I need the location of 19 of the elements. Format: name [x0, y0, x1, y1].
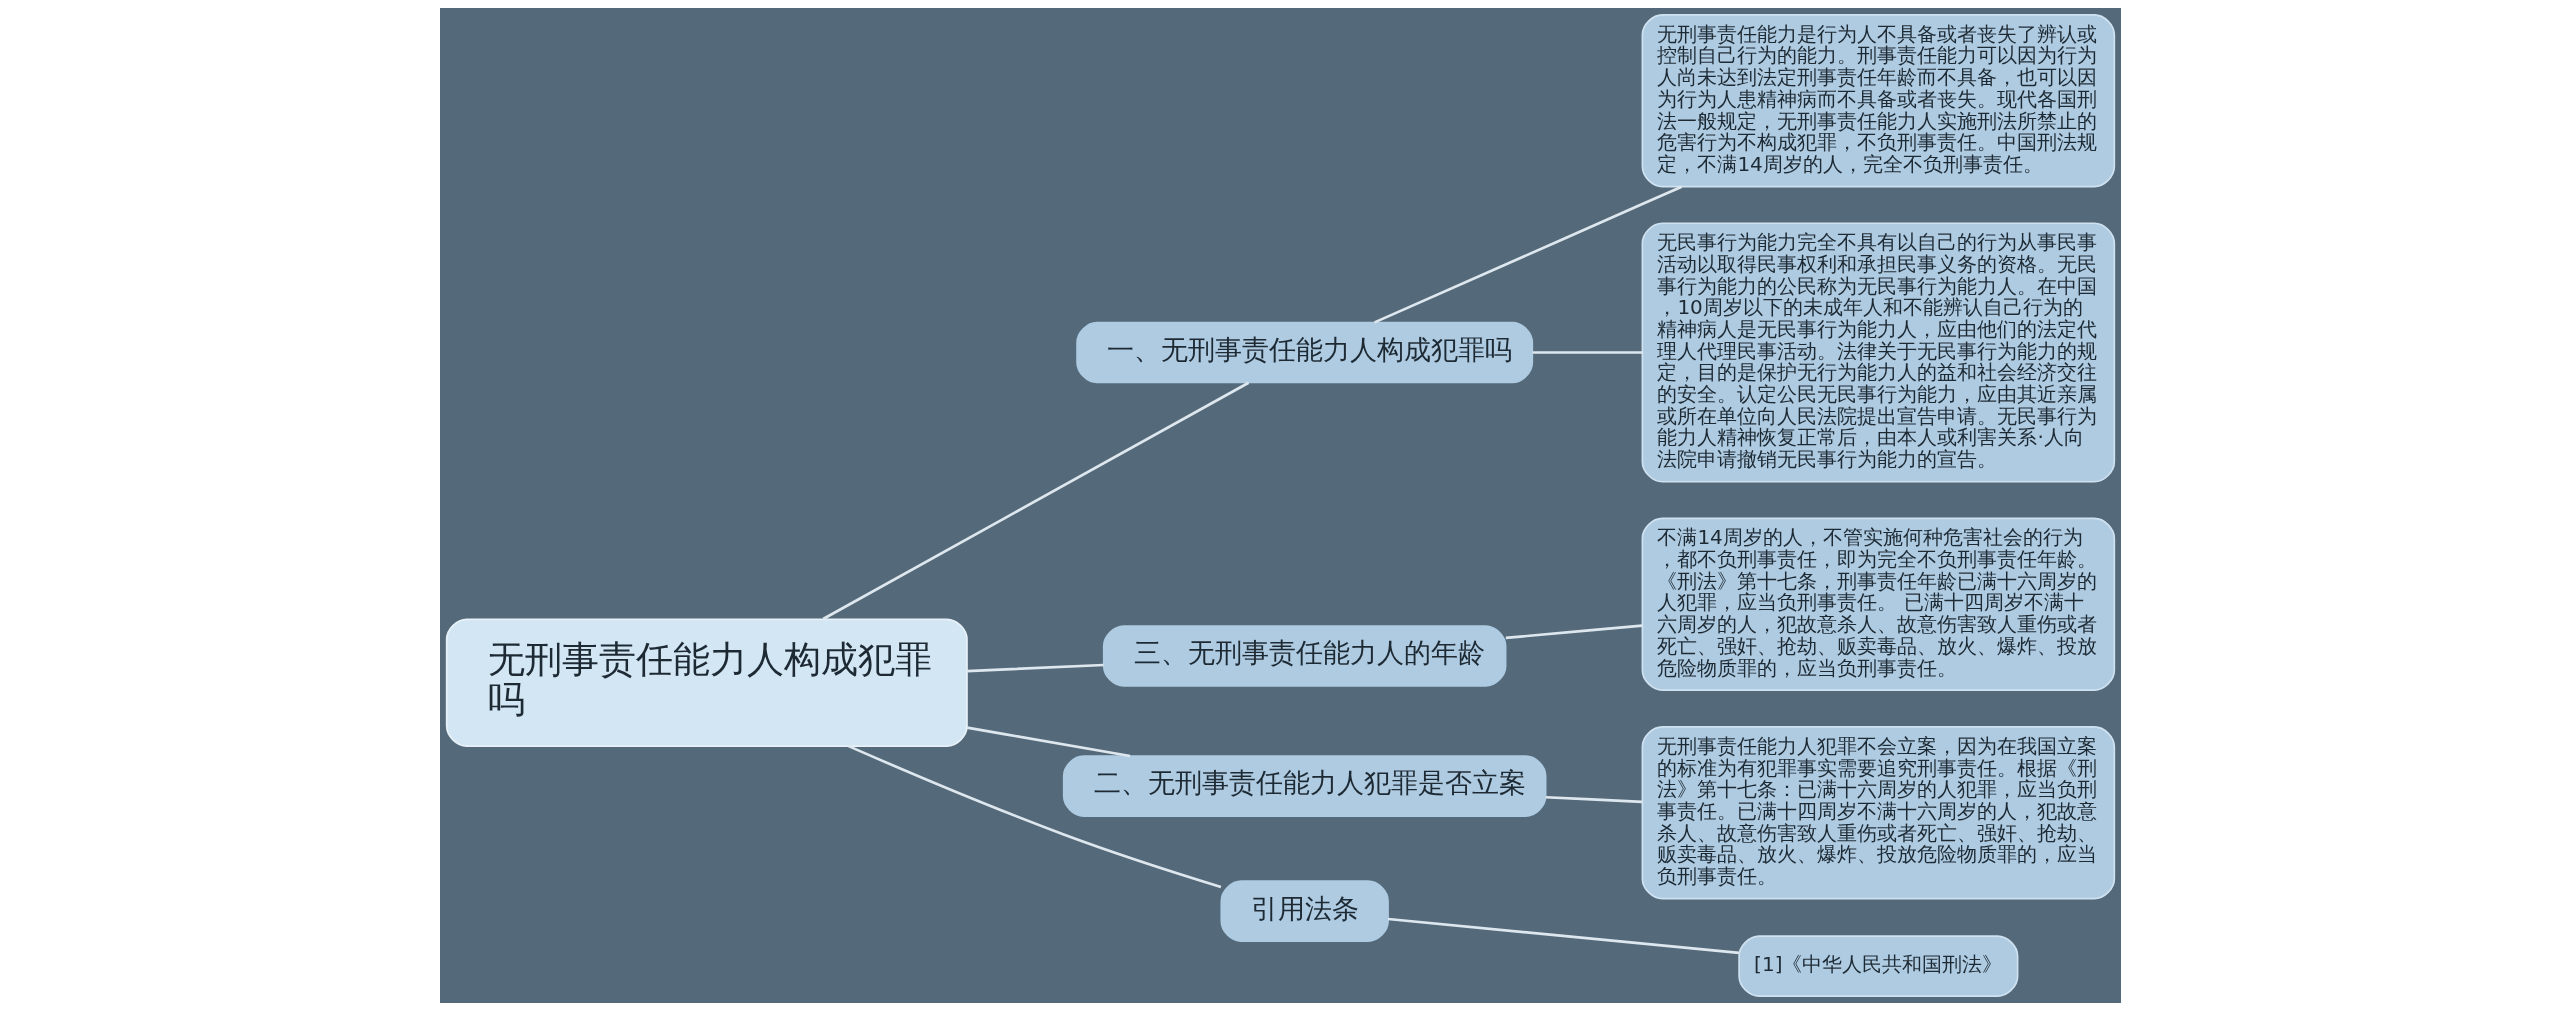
node-box: 无刑事责任能力是行为人不具备或者丧失了辨认或控制自己行为的能力。刑事责任能力可以因为行为人尚未达到法定刑事责任年龄而不具备，也可以因为行为人患精神病而不具备或者丧失。现代各国刑法一般规定，无刑事责任能力人实施刑法所禁止的危害行为不构成犯罪，不负刑事责任。中国刑法规定，不满14周岁的人，完全不负刑事责任。 — [1641, 13, 2115, 188]
node-box: 一、无刑事责任能力人构成犯罪吗 — [1075, 321, 1533, 384]
connector — [1532, 351, 1642, 354]
connector — [1387, 917, 1739, 955]
connector — [847, 744, 1221, 889]
connector — [1373, 185, 1682, 324]
connector — [822, 381, 1249, 621]
node-box: 无刑事责任能力人犯罪不会立案，因为在我国立案的标准为有犯罪事实需要追究刑事责任。根据《刑法》第十七条：已满十六周岁的人犯罪，应当负刑事责任。已满十四周岁不满十六周岁的人，犯故意杀人、故意伤害致人重伤或者死亡、强奸、抢劫、贩卖毒品、放火、爆炸、投放危险物质罪的，应当负刑事责任。 — [1641, 726, 2115, 900]
node-box: 无刑事责任能力人构成犯罪吗 — [445, 618, 968, 747]
connector — [1505, 624, 1642, 640]
node-box: [1]《中华人民共和国刑法》 — [1737, 935, 2018, 998]
node-box: 三、无刑事责任能力人的年龄 — [1102, 625, 1506, 687]
node-box: 引用法条 — [1219, 880, 1389, 942]
connector — [966, 663, 1104, 673]
node-box: 不满14周岁的人，不管实施何种危害社会的行为，都不负刑事责任，即为完全不负刑事责任年龄。《刑法》第十七条，刑事责任年龄已满十六周岁的人犯罪，应当负刑事责任。 已满十四周岁不满十六周岁的人，犯故意杀人、故意伤害致人重伤或者死亡、强奸、抢劫、贩卖毒品、放火、爆炸、投放危险物质罪的，应当负刑事责任。 — [1641, 517, 2115, 692]
connector — [1545, 795, 1642, 804]
node-box: 无民事行为能力完全不具有以自己的行为从事民事活动以取得民事权利和承担民事义务的资格。无民事行为能力的公民称为无民事行为能力人。在中国，10周岁以下的未成年人和不能辨认自己行为的精神病人是无民事行为能力人，应由他们的法定代理人代理民事活动。法律关于无民事行为能力的规定，目的是保护无行为能力人的益和社会经济交往的安全。认定公民无民事行为能力，应由其近亲属或所在单位向人民法院提出宣告申请。无民事行为能力人精神恢复正常后，由本人或利害关系·人向法院申请撤销无民事行为能力的宣告。 — [1641, 222, 2115, 483]
connector — [966, 726, 1130, 758]
node-box: 二、无刑事责任能力人犯罪是否立案 — [1062, 755, 1546, 817]
